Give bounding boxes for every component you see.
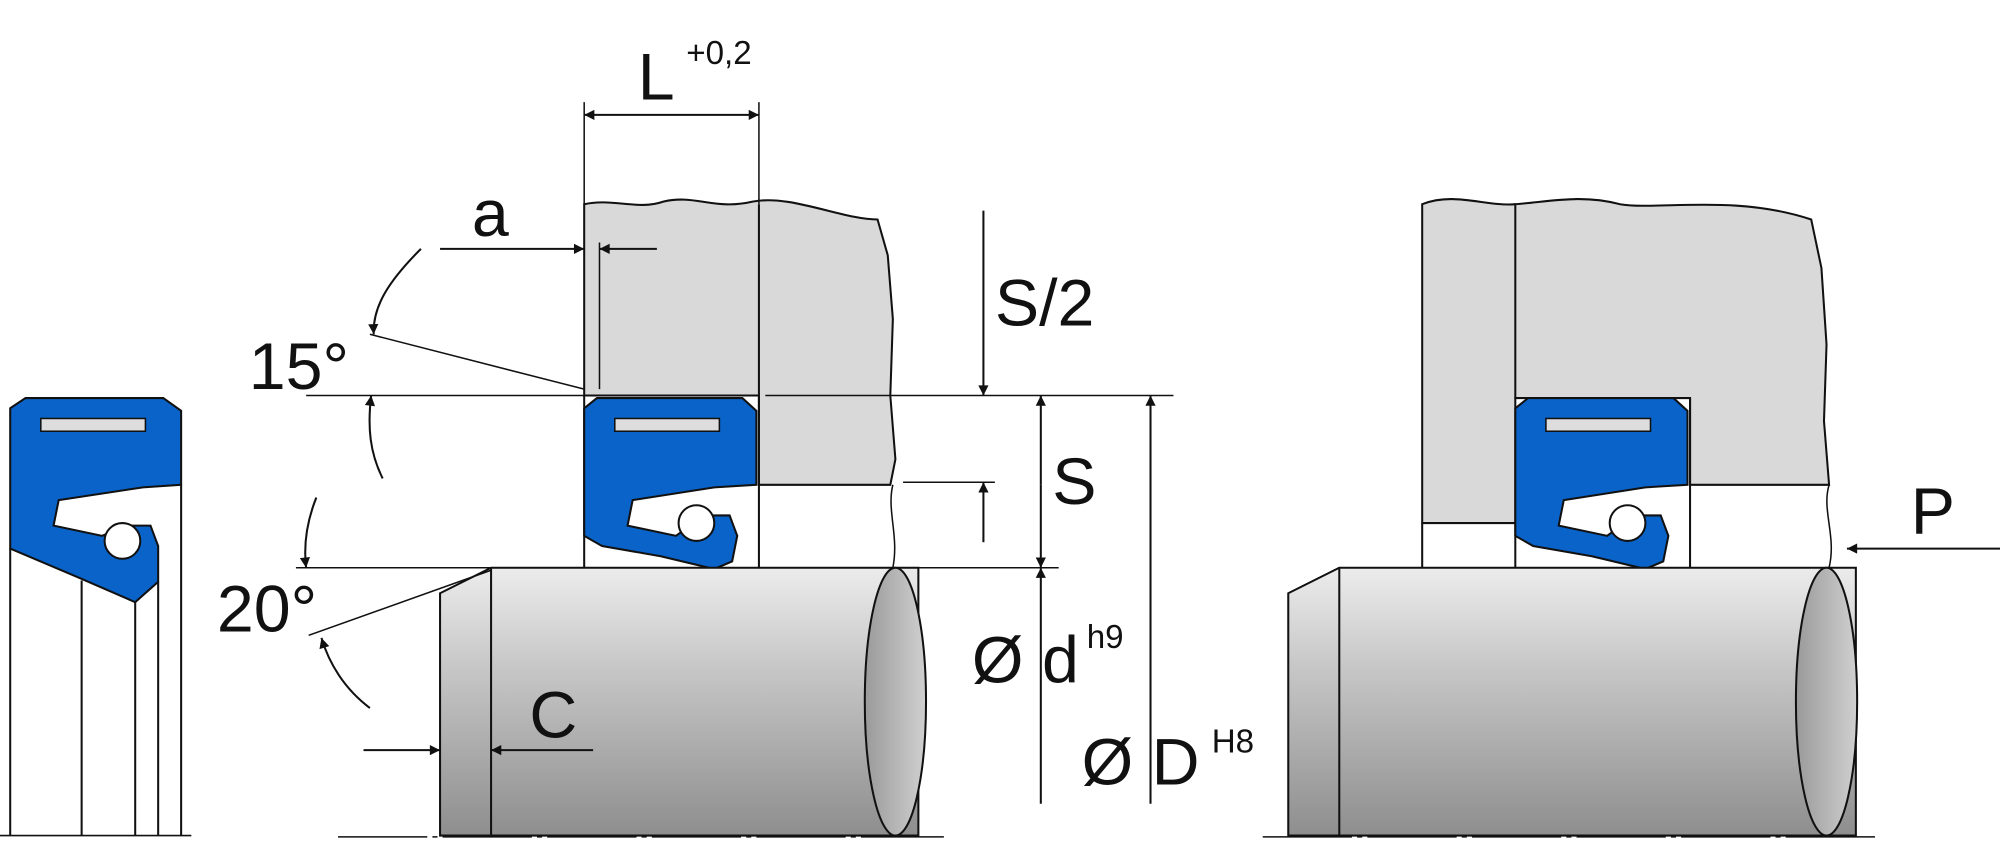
housing-right <box>1421 198 1833 568</box>
label-P: P <box>1911 474 1955 548</box>
label-angle-20: 20° <box>217 572 317 646</box>
label-d-tolerance: h9 <box>1087 619 1124 656</box>
dimension-angle-15: 15° <box>249 248 585 479</box>
dimension-angle-20: 20° <box>217 497 492 709</box>
pressure-indicator: P <box>1846 474 2000 554</box>
dimension-C: C <box>363 678 594 756</box>
dimension-L: L +0,2 <box>583 35 760 205</box>
dimension-S-half: S/2 <box>765 210 1174 543</box>
seal-installed-middle <box>583 397 758 571</box>
label-d: Ø d <box>972 624 1079 698</box>
seal-installed-right <box>1514 397 1689 571</box>
dimension-d: Ø d h9 <box>972 567 1124 804</box>
shaft-right <box>1262 566 1875 838</box>
label-S-half: S/2 <box>995 266 1095 340</box>
dimension-D: Ø D H8 <box>1082 395 1254 804</box>
label-L-tolerance: +0,2 <box>686 35 751 72</box>
label-angle-15: 15° <box>249 330 349 404</box>
dimension-S: S <box>918 395 1097 569</box>
label-D-tolerance: H8 <box>1212 724 1254 761</box>
dimension-a: a <box>440 177 657 390</box>
shaft-middle <box>338 566 944 838</box>
label-L: L <box>638 41 675 115</box>
label-a: a <box>472 177 509 251</box>
seal-cross-section-left <box>0 397 192 837</box>
label-S: S <box>1052 445 1096 519</box>
label-D: Ø D <box>1082 726 1200 800</box>
label-C: C <box>529 678 577 752</box>
